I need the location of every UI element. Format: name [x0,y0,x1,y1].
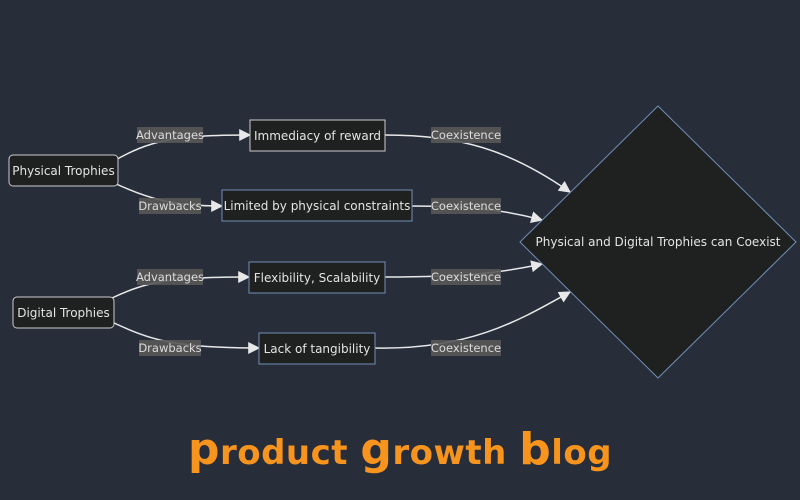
node-physical-trophies: Physical Trophies [8,154,119,187]
svg-text:Advantages: Advantages [136,270,204,284]
node-target-coexist: Physical and Digital Trophies can Coexis… [519,105,797,379]
edge-immediacy-target [384,134,571,193]
node-limited-by-physical-constraints: Limited by physical constraints [221,189,413,222]
edge-tangibility-target [374,291,572,349]
svg-text:Limited by physical constraint: Limited by physical constraints [224,199,411,213]
svg-text:Physical and Digital Trophies: Physical and Digital Trophies can Coexis… [536,235,781,249]
svg-text:Coexistence: Coexistence [431,199,501,213]
edge-label-coexistence-2: Coexistence [431,198,501,214]
edge-label-coexistence-4: Coexistence [431,340,501,356]
svg-text:Flexibility, Scalability: Flexibility, Scalability [254,271,381,285]
svg-text:Drawbacks: Drawbacks [138,341,201,355]
node-lack-of-tangibility: Lack of tangibility [258,332,376,365]
svg-text:Coexistence: Coexistence [431,341,501,355]
edge-label-advantages-physical: Advantages [136,127,204,143]
svg-text:Coexistence: Coexistence [431,128,501,142]
node-flexibility-scalability: Flexibility, Scalability [248,261,386,294]
svg-text:Physical Trophies: Physical Trophies [12,164,114,178]
brand-logo: product growth blog [187,424,613,475]
edge-label-drawbacks-physical: Drawbacks [138,198,202,214]
edge-label-coexistence-1: Coexistence [431,127,501,143]
edge-label-drawbacks-digital: Drawbacks [138,340,202,356]
svg-text:Lack of tangibility: Lack of tangibility [264,342,371,356]
node-digital-trophies: Digital Trophies [12,296,115,329]
svg-text:Coexistence: Coexistence [431,270,501,284]
edge-label-coexistence-3: Coexistence [431,269,501,285]
svg-text:Advantages: Advantages [136,128,204,142]
svg-text:Drawbacks: Drawbacks [138,199,201,213]
edge-label-advantages-digital: Advantages [136,269,204,285]
node-immediacy-of-reward: Immediacy of reward [249,119,386,152]
svg-text:Digital Trophies: Digital Trophies [17,306,110,320]
svg-text:Immediacy of reward: Immediacy of reward [254,129,381,143]
